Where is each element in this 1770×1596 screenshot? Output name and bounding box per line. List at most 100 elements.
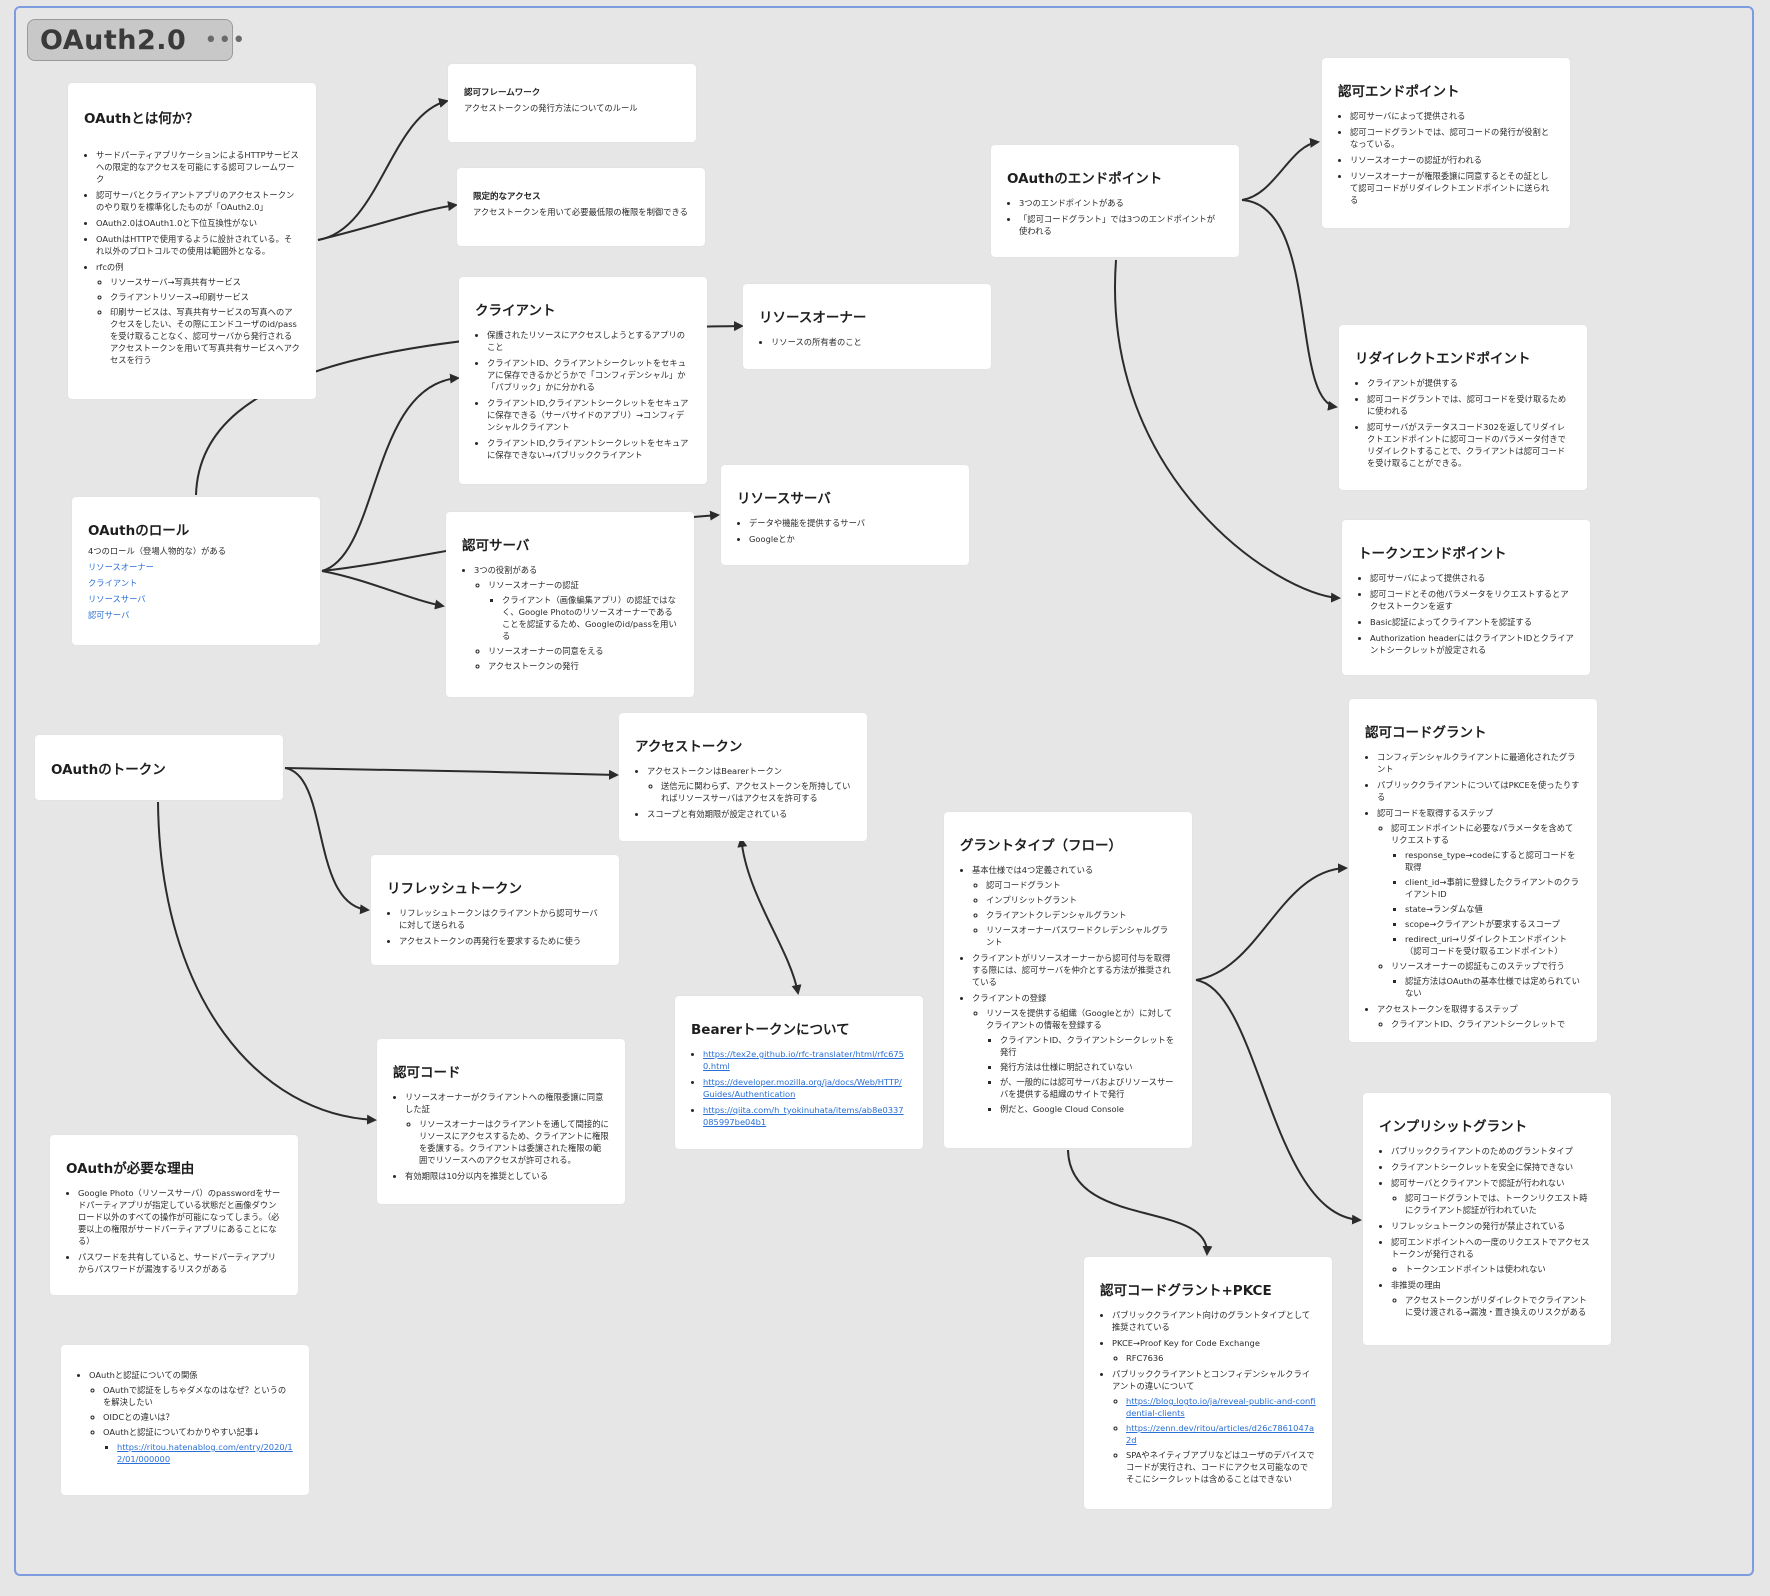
list-item: クライアントがリソースオーナーから認可付与を取得する際には、認可サーバを仲介とす… <box>972 952 1176 988</box>
list-item: パブリッククライアントのためのグラントタイプ <box>1391 1145 1595 1157</box>
list-item: スコープと有効期限が設定されている <box>647 808 851 820</box>
card-authz-framework[interactable]: 認可フレームワーク アクセストークンの発行方法についてのルール <box>448 64 696 142</box>
list-item: クライアントが提供する <box>1367 377 1571 389</box>
whiteboard-frame <box>14 6 1754 1576</box>
card-oauth-tokens[interactable]: OAuthのトークン <box>35 735 283 800</box>
card-title: リソースサーバ <box>737 491 831 507</box>
more-options-icon[interactable]: ••• <box>204 27 247 53</box>
list-subitem: リソースサーバ→写真共有サービス <box>110 276 300 288</box>
list-item: OAuthはHTTPで使用するように設計されている。それ以外のプロトコルでの使用… <box>96 233 300 257</box>
card-access-token[interactable]: アクセストークン アクセストークンはBearerトークン 送信元に関わらず、アク… <box>619 713 867 841</box>
role-link-resource-owner[interactable]: リソースオーナー <box>88 562 154 572</box>
role-link-auth-server[interactable]: 認可サーバ <box>88 610 130 620</box>
list-subitem: https://blog.logto.io/ja/reveal-public-a… <box>1126 1395 1316 1419</box>
list-subsubitem: redirect_uri→リダイレクトエンドポイント（認可コードを受け取るエンド… <box>1405 933 1581 957</box>
list-item: パブリッククライアントとコンフィデンシャルクライアントの違いについて https… <box>1112 1368 1316 1485</box>
edge-roles-authserver <box>321 570 445 610</box>
list-subitem: クライアントID、クライアントシークレットで <box>1391 1018 1581 1030</box>
card-resource-server[interactable]: リソースサーバ データや機能を提供するサーバ Googleとか <box>721 465 969 565</box>
list-subitem: リソースオーナーの認証 クライアント（画像編集アプリ）の認証ではなく、Googl… <box>488 579 678 642</box>
edge-what-limited <box>317 201 458 241</box>
list-item: クライアントの登録 リソースを提供する組織（Googleとか）に対してクライアン… <box>972 992 1176 1115</box>
card-title: グラントタイプ（フロー） <box>960 838 1122 854</box>
list-item: Authorization headerにはクライアントIDとクライアントシーク… <box>1370 632 1574 656</box>
card-title: トークンエンドポイント <box>1358 546 1507 562</box>
edge-endpoints-tokenep <box>1113 259 1341 603</box>
list-item-text: PKCE→Proof Key for Code Exchange <box>1112 1338 1260 1348</box>
list-item: リソースオーナーがクライアントへの権限委譲に同意した証 リソースオーナーはクライ… <box>405 1091 609 1166</box>
list-subitem: リソースオーナーはクライアントを通して間接的にリソースにアクセスするため、クライ… <box>419 1118 609 1166</box>
list-item: Google Photo（リソースサーバ）のpasswordをサードパーティアプ… <box>78 1187 282 1247</box>
card-implicit-grant[interactable]: インプリシットグラント パブリッククライアントのためのグラントタイプ クライアン… <box>1363 1093 1611 1345</box>
bearer-link-qiita[interactable]: https://qiita.com/h_tyokinuhata/items/ab… <box>703 1105 904 1127</box>
list-subitem: アクセストークンがリダイレクトでクライアントに受け渡される→漏洩・置き換えのリス… <box>1405 1294 1595 1318</box>
list-item: リソースの所有者のこと <box>771 336 975 348</box>
list-item: 認可サーバによって提供される <box>1350 110 1554 122</box>
card-authorization-endpoint[interactable]: 認可エンドポイント 認可サーバによって提供される 認可コードグラントでは、認可コ… <box>1322 58 1570 228</box>
list-subsubitem: が、一般的には認可サーバおよびリソースサーバを提供する組織のサイトで発行 <box>1000 1076 1176 1100</box>
relation-article-link[interactable]: https://ritou.hatenablog.com/entry/2020/… <box>117 1442 293 1464</box>
card-refresh-token[interactable]: リフレッシュトークン リフレッシュトークンはクライアントから認可サーバに対して送… <box>371 855 619 965</box>
list-item: 認可コードとその他パラメータをリクエストするとアクセストークンを返す <box>1370 588 1574 612</box>
card-authorization-code[interactable]: 認可コード リソースオーナーがクライアントへの権限委譲に同意した証 リソースオー… <box>377 1039 625 1204</box>
list-item: 認可コードを取得するステップ 認可エンドポイントに必要なパラメータを含めてリクエ… <box>1377 807 1581 999</box>
bearer-link-rfc6750[interactable]: https://tex2e.github.io/rfc-translater/h… <box>703 1049 904 1071</box>
card-auth-code-grant[interactable]: 認可コードグラント コンフィデンシャルクライアントに最適化されたグラント パブリ… <box>1349 699 1597 1042</box>
list-item-text: 認可コードを取得するステップ <box>1377 808 1494 818</box>
list-item: PKCE→Proof Key for Code Exchange RFC7636 <box>1112 1337 1316 1364</box>
list-item: 基本仕様では4つ定義されている 認可コードグラント インプリシットグラント クラ… <box>972 864 1176 948</box>
pkce-link-logto[interactable]: https://blog.logto.io/ja/reveal-public-a… <box>1126 1396 1316 1418</box>
edge-access-bearer <box>737 837 802 995</box>
list-subitem: 認可コードグラント <box>986 879 1176 891</box>
card-oauth-endpoints[interactable]: OAuthのエンドポイント 3つのエンドポイントがある 「認可コードグラント」で… <box>991 145 1239 257</box>
list-item: 保護されたリソースにアクセスしようとするアプリのこと <box>487 329 691 353</box>
list-item: 認可コードグラントでは、認可コードを受け取るために使われる <box>1367 393 1571 417</box>
list-subitem-text: 認可エンドポイントに必要なパラメータを含めてリクエストする <box>1391 823 1574 845</box>
card-oauth-auth-relation[interactable]: OAuthと認証についての関係 OAuthで認証をしちゃダメなのはなぜ？というの… <box>61 1345 309 1495</box>
list-item: データや機能を提供するサーバ <box>749 517 953 529</box>
card-auth-server[interactable]: 認可サーバ 3つの役割がある リソースオーナーの認証 クライアント（画像編集アプ… <box>446 512 694 697</box>
list-item: アクセストークンはBearerトークン 送信元に関わらず、アクセストークンを所持… <box>647 765 851 804</box>
card-what-is-oauth[interactable]: OAuthとは何か？ サードパーティアプリケーションによるHTTPサービスへの限… <box>68 83 316 399</box>
role-link-resource-server[interactable]: リソースサーバ <box>88 594 146 604</box>
card-grant-types[interactable]: グラントタイプ（フロー） 基本仕様では4つ定義されている 認可コードグラント イ… <box>944 812 1192 1148</box>
card-bearer-token[interactable]: Bearerトークンについて https://tex2e.github.io/r… <box>675 996 923 1149</box>
card-title: クライアント <box>475 303 556 319</box>
card-auth-code-grant-pkce[interactable]: 認可コードグラント+PKCE パブリッククライアント向けのグラントタイプとして推… <box>1084 1257 1332 1509</box>
list-subsubitem: クライアント（画像編集アプリ）の認証ではなく、Google Photoのリソース… <box>502 594 678 642</box>
list-item-text: 非推奨の理由 <box>1391 1280 1441 1290</box>
role-link-client[interactable]: クライアント <box>88 578 138 588</box>
list-item-text: 3つの役割がある <box>474 565 538 575</box>
list-item: リソースオーナーが権限委譲に同意するとその証として認可コードがリダイレクトエンド… <box>1350 170 1554 206</box>
card-oauth-roles[interactable]: OAuthのロール 4つのロール（登場人物的な）がある リソースオーナー クライ… <box>72 497 320 645</box>
list-item: https://tex2e.github.io/rfc-translater/h… <box>703 1048 907 1072</box>
list-subsubitem: クライアントID、クライアントシークレットを発行 <box>1000 1034 1176 1058</box>
card-title: 限定的なアクセス <box>473 192 541 202</box>
card-token-endpoint[interactable]: トークンエンドポイント 認可サーバによって提供される 認可コードとその他パラメー… <box>1342 520 1590 675</box>
list-subitem: OAuthで認証をしちゃダメなのはなぜ？というのを解決したい <box>103 1384 293 1408</box>
list-item: Basic認証によってクライアントを認証する <box>1370 616 1574 628</box>
card-client[interactable]: クライアント 保護されたリソースにアクセスしようとするアプリのこと クライアント… <box>459 277 707 484</box>
list-item: 非推奨の理由 アクセストークンがリダイレクトでクライアントに受け渡される→漏洩・… <box>1391 1279 1595 1318</box>
list-item-text: リソースオーナーがクライアントへの権限委譲に同意した証 <box>405 1092 604 1114</box>
list-item: Googleとか <box>749 533 953 545</box>
card-redirect-endpoint[interactable]: リダイレクトエンドポイント クライアントが提供する 認可コードグラントでは、認可… <box>1339 325 1587 490</box>
list-item: 3つの役割がある リソースオーナーの認証 クライアント（画像編集アプリ）の認証で… <box>474 564 678 672</box>
edge-tokens-code <box>157 801 377 1125</box>
card-resource-owner[interactable]: リソースオーナー リソースの所有者のこと <box>743 284 991 369</box>
board-title-text: OAuth2.0 <box>40 24 187 56</box>
edge-roles-client <box>321 373 460 572</box>
card-title: OAuthのロール <box>88 523 190 539</box>
card-title: OAuthのエンドポイント <box>1007 171 1163 187</box>
pkce-link-zenn[interactable]: https://zenn.dev/ritou/articles/d26c7861… <box>1126 1423 1315 1445</box>
card-why-oauth[interactable]: OAuthが必要な理由 Google Photo（リソースサーバ）のpasswo… <box>50 1135 298 1295</box>
list-item: リフレッシュトークンの発行が禁止されている <box>1391 1220 1595 1232</box>
list-item: https://qiita.com/h_tyokinuhata/items/ab… <box>703 1104 907 1128</box>
bearer-link-mdn[interactable]: https://developer.mozilla.org/ja/docs/We… <box>703 1077 902 1099</box>
list-item: リソースオーナーの認証が行われる <box>1350 154 1554 166</box>
card-limited-access[interactable]: 限定的なアクセス アクセストークンを用いて必要最低限の権限を制御できる <box>457 168 705 246</box>
list-item-text: rfcの例 <box>96 262 124 272</box>
board-title[interactable]: OAuth2.0 ••• <box>27 19 245 61</box>
list-subsubitem: https://ritou.hatenablog.com/entry/2020/… <box>117 1441 293 1465</box>
list-subitem: トークンエンドポイントは使われない <box>1405 1263 1595 1275</box>
